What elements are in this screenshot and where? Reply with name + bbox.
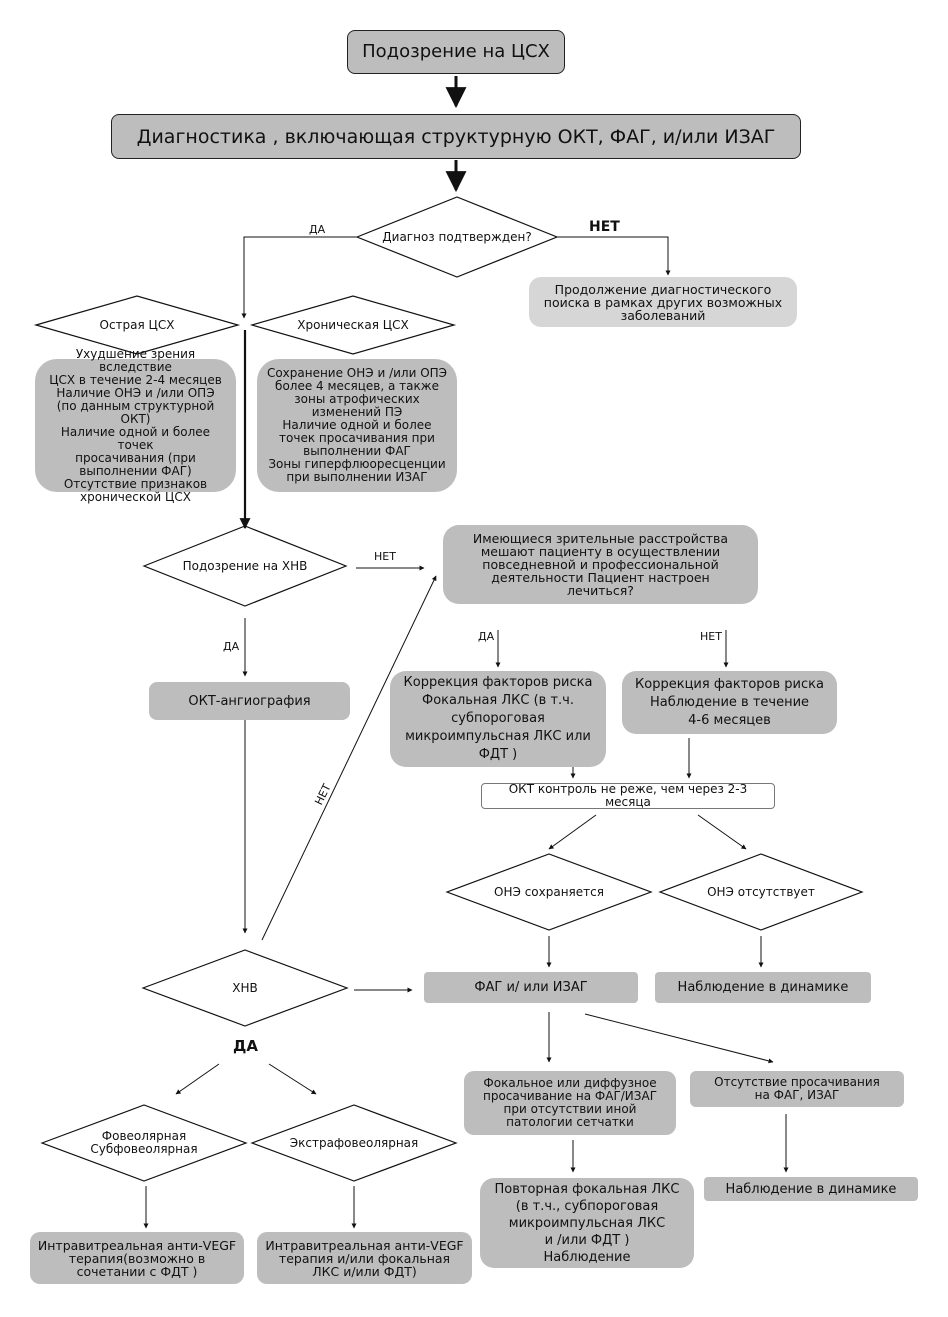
diamond-suspicion-cnv bbox=[142, 525, 348, 607]
label-one-absent: ОНЭ отсутствует bbox=[707, 884, 815, 899]
edge-label-no-2: НЕТ bbox=[374, 550, 396, 563]
node-fag-izag: ФАГ и/ или ИЗАГ bbox=[424, 972, 638, 1003]
node-anti-vegf-1: Интравитреальная анти-VEGF терапия(возмо… bbox=[30, 1232, 244, 1284]
edge-label-yes-1: ДА bbox=[309, 223, 326, 236]
edge-label-yes-3: ДА bbox=[478, 630, 495, 643]
node-diagnostics: Диагностика , включающая структурную ОКТ… bbox=[111, 114, 801, 159]
label-suspicion-cnv: Подозрение на ХНВ bbox=[182, 558, 308, 573]
node-suspicion-csx: Подозрение на ЦСХ bbox=[347, 30, 565, 74]
label-cnv: ХНВ bbox=[232, 980, 258, 995]
diamond-extrafoveolar bbox=[250, 1104, 458, 1182]
diamond-one-absent bbox=[658, 853, 864, 931]
diamond-chronic-csx bbox=[249, 295, 457, 355]
diamond-one-persists bbox=[445, 853, 653, 931]
diamond-acute-csx bbox=[33, 295, 241, 355]
node-continue-search: Продолжение диагностического поиска в ра… bbox=[529, 277, 797, 327]
node-risk-correction-laser: Коррекция факторов риска Фокальная ЛКС (… bbox=[390, 671, 606, 767]
label-one-persists: ОНЭ сохраняется bbox=[494, 884, 604, 899]
edge-label-yes-big: ДА bbox=[233, 1037, 258, 1055]
edge-label-no-1: НЕТ bbox=[589, 219, 620, 235]
edge-label-no-3: НЕТ bbox=[700, 630, 722, 643]
edge-label-yes-2: ДА bbox=[223, 640, 240, 653]
label-diagnosis-confirmed: Диагноз подтвержден? bbox=[382, 229, 532, 244]
node-observation-dynamic-2: Наблюдение в динамике bbox=[704, 1177, 918, 1201]
label-foveolar: Фовеолярная Субфовеолярная bbox=[90, 1129, 198, 1156]
diamond-cnv bbox=[141, 949, 349, 1027]
node-oct-angiography: ОКТ-ангиография bbox=[149, 682, 350, 720]
node-visual-impairment: Имеющиеся зрительные расстройства мешают… bbox=[443, 525, 758, 604]
label-acute-csx: Острая ЦСХ bbox=[99, 317, 175, 332]
node-anti-vegf-2: Интравитреальная анти-VEGF терапия и/или… bbox=[257, 1232, 472, 1284]
node-oct-control: ОКТ контроль не реже, чем через 2-3 меся… bbox=[481, 783, 775, 809]
node-chronic-criteria: Сохранение ОНЭ и /или ОПЭ более 4 месяце… bbox=[257, 359, 457, 492]
node-focal-diffuse: Фокальное или диффузное просачивание на … bbox=[464, 1071, 676, 1135]
node-repeat-laser: Повторная фокальная ЛКС (в т.ч., субпоро… bbox=[480, 1178, 694, 1268]
node-acute-criteria: Ухудшение зрения вследствие ЦСХ в течени… bbox=[35, 347, 236, 503]
node-risk-correction-observe: Коррекция факторов риска Наблюдение в те… bbox=[622, 671, 837, 734]
node-no-leakage: Отсутствие просачивания на ФАГ, ИЗАГ bbox=[690, 1071, 904, 1107]
label-chronic-csx: Хроническая ЦСХ bbox=[297, 317, 409, 332]
diamond-foveolar bbox=[40, 1104, 248, 1182]
label-extrafoveolar: Экстрафовеолярная bbox=[289, 1135, 419, 1150]
node-observation-dynamic-1: Наблюдение в динамике bbox=[655, 972, 871, 1003]
